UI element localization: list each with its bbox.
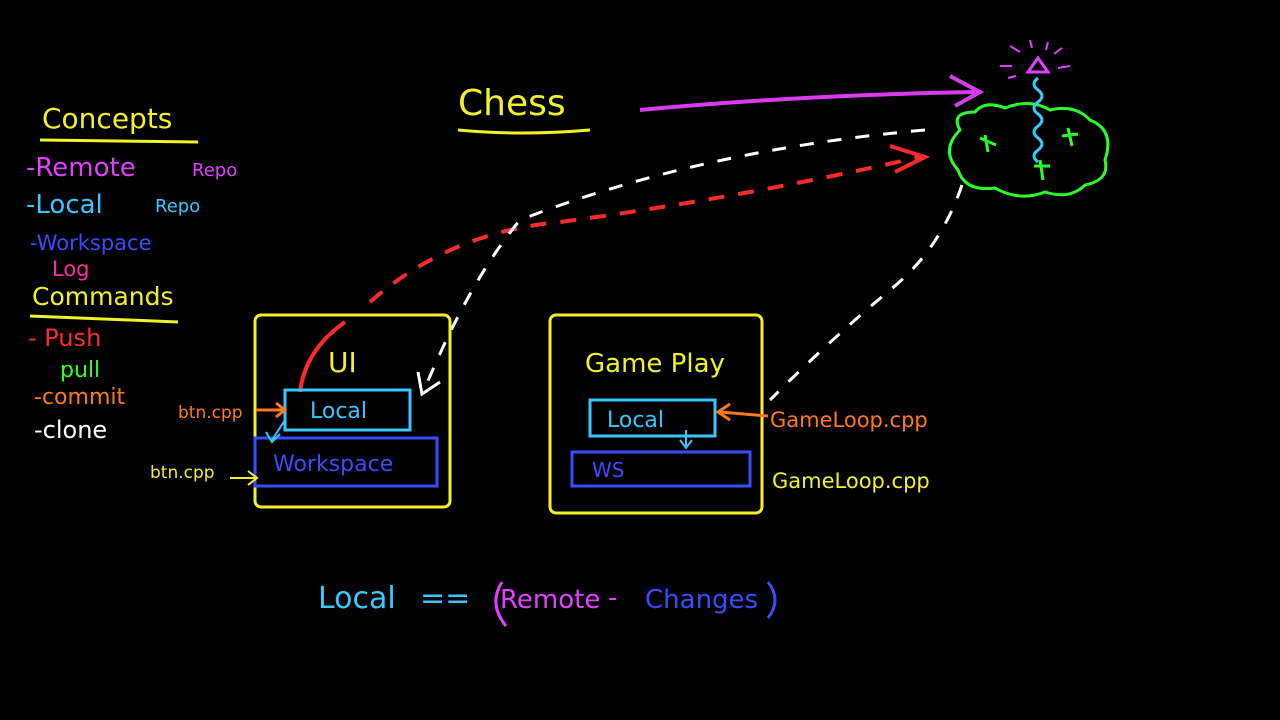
ui-local-label: Local bbox=[310, 399, 367, 424]
push-arrow bbox=[298, 144, 931, 393]
formula-local: Local bbox=[318, 581, 396, 616]
ui-box-label: UI bbox=[328, 346, 357, 379]
command-clone: -clone bbox=[34, 416, 107, 444]
concept-local-suffix: Repo bbox=[155, 196, 200, 217]
ui-file-top: btn.cpp bbox=[178, 403, 243, 423]
concepts-heading: Concepts bbox=[42, 102, 172, 135]
ui-workspace bbox=[253, 436, 439, 488]
concept-log: Log bbox=[52, 257, 90, 281]
gameplay-file-top-arrow bbox=[715, 402, 769, 422]
ui-workspace-label: Workspace bbox=[273, 452, 393, 477]
command-pull: pull bbox=[60, 358, 100, 383]
commands-underline bbox=[29, 314, 179, 324]
diagram-title: Chess bbox=[458, 83, 566, 124]
gameplay-workspace bbox=[570, 450, 752, 488]
concept-remote-suffix: Repo bbox=[192, 160, 237, 181]
gameplay-workspace-label: WS bbox=[592, 458, 624, 482]
formula-equals: == bbox=[420, 581, 470, 616]
formula-changes: Changes bbox=[645, 585, 758, 615]
commands-heading: Commands bbox=[32, 282, 174, 311]
command-push: - Push bbox=[28, 324, 101, 352]
formula: Local == Remote - Changes bbox=[318, 581, 777, 627]
ui-commit-arrow bbox=[265, 419, 286, 444]
gameplay-file-top: GameLoop.cpp bbox=[770, 408, 928, 432]
clone-arrowhead-ui bbox=[416, 371, 441, 397]
clone-arrow-ui bbox=[423, 128, 926, 389]
ui-box bbox=[253, 313, 452, 509]
concept-local: -Local bbox=[26, 190, 103, 220]
gameplay-local-label: Local bbox=[607, 408, 664, 433]
ui-file-top-arrow bbox=[256, 401, 288, 419]
gameplay-commit-arrow bbox=[679, 430, 693, 450]
title-underline bbox=[457, 128, 591, 135]
antenna-icon bbox=[1000, 39, 1071, 164]
gameplay-local-repo bbox=[588, 398, 717, 438]
command-commit: -commit bbox=[34, 385, 125, 410]
concept-workspace: -Workspace bbox=[30, 231, 152, 255]
cloud-icon bbox=[948, 102, 1110, 198]
formula-close-paren bbox=[766, 581, 777, 619]
ui-file-bottom-arrow bbox=[230, 470, 259, 486]
concepts-underline bbox=[39, 138, 199, 144]
formula-open-paren bbox=[494, 581, 508, 627]
gameplay-box-label: Game Play bbox=[585, 349, 725, 379]
clone-arrow-gameplay bbox=[768, 184, 964, 402]
formula-minus: - bbox=[608, 583, 617, 613]
formula-remote: Remote bbox=[500, 585, 600, 615]
gameplay-file-bottom: GameLoop.cpp bbox=[772, 469, 930, 493]
remote-arrow bbox=[639, 74, 985, 112]
ui-file-bottom: btn.cpp bbox=[150, 463, 215, 483]
concept-remote: -Remote bbox=[26, 153, 136, 183]
